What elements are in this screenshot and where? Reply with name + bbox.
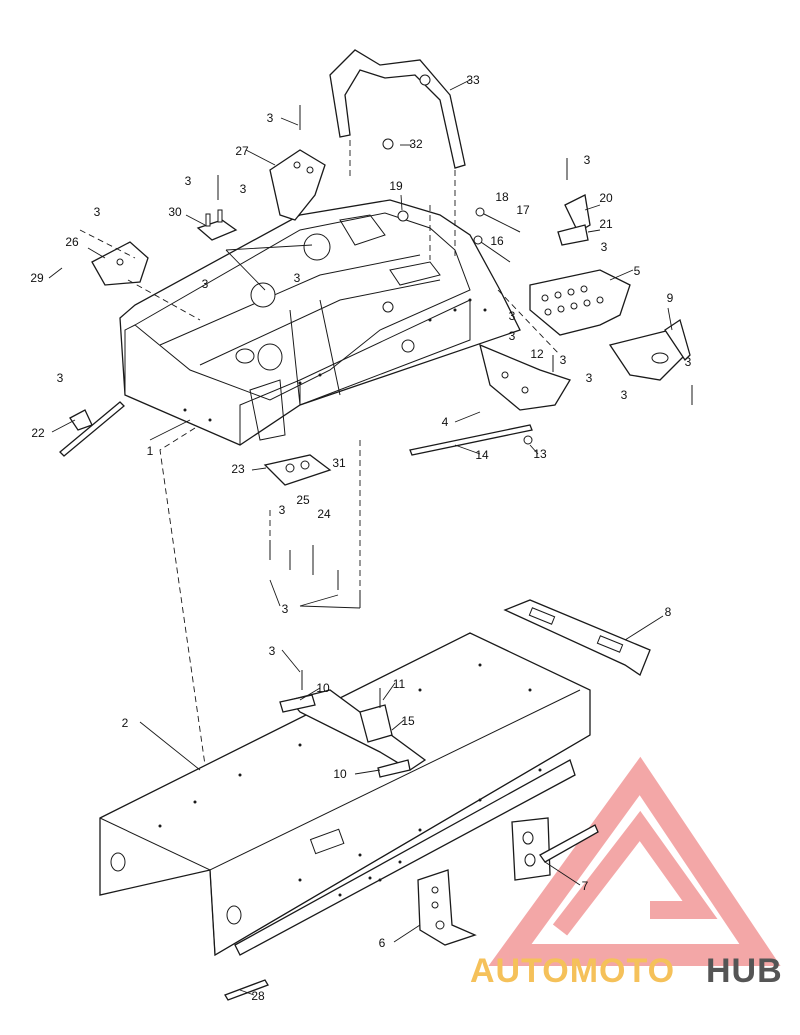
steering-post <box>329 49 466 169</box>
side-bracket-7 <box>511 817 599 881</box>
callout-c3d: 3 <box>94 205 101 219</box>
callout-c4: 4 <box>442 415 449 429</box>
left-mount-bracket <box>91 241 149 286</box>
rivets-group <box>217 105 693 708</box>
callout-c3i: 3 <box>601 240 608 254</box>
callout-c21: 21 <box>599 217 613 231</box>
callout-c28: 28 <box>251 989 265 1003</box>
callout-c23: 23 <box>231 462 245 476</box>
callout-c16: 16 <box>490 234 504 248</box>
rear-plate <box>503 599 651 676</box>
watermark-part2: HUB <box>706 952 783 990</box>
callout-c6: 6 <box>379 936 386 950</box>
bumper-bar <box>59 401 125 457</box>
callout-c3h: 3 <box>584 153 591 167</box>
side-rail <box>409 343 571 456</box>
callout-c29: 29 <box>30 271 44 285</box>
callout-c19: 19 <box>389 179 403 193</box>
callout-c10a: 10 <box>316 681 330 695</box>
callout-c3g: 3 <box>57 371 64 385</box>
small-brackets <box>557 194 591 246</box>
callout-c3b: 3 <box>185 174 192 188</box>
callout-c30: 30 <box>168 205 182 219</box>
tunnel <box>99 632 591 957</box>
callout-c22: 22 <box>31 426 45 440</box>
watermark-logo <box>488 756 781 966</box>
callout-c3o: 3 <box>685 355 692 369</box>
callout-c3j: 3 <box>509 309 516 323</box>
callout-c13: 13 <box>533 447 547 461</box>
callout-c33: 33 <box>466 73 480 87</box>
callout-c2: 2 <box>122 716 129 730</box>
callout-c10b: 10 <box>333 767 347 781</box>
callout-c5: 5 <box>634 264 641 278</box>
callout-c24: 24 <box>317 507 331 521</box>
callout-c31: 31 <box>332 456 346 470</box>
leader-lines <box>48 79 673 996</box>
callout-c12: 12 <box>530 347 544 361</box>
callout-c18: 18 <box>495 190 509 204</box>
hinge-block <box>263 454 332 486</box>
callout-c17: 17 <box>516 203 530 217</box>
callout-c1: 1 <box>147 444 154 458</box>
alignment-lines <box>79 140 561 766</box>
callout-c3f: 3 <box>294 271 301 285</box>
bulkhead-frame <box>119 199 521 446</box>
callout-c15: 15 <box>401 714 415 728</box>
clamp-block <box>196 209 238 241</box>
callout-c8: 8 <box>665 605 672 619</box>
callout-c26: 26 <box>65 235 79 249</box>
end-bracket <box>608 318 691 381</box>
callout-c32: 32 <box>409 137 423 151</box>
callout-c7: 7 <box>582 879 589 893</box>
callout-c27: 27 <box>235 144 249 158</box>
rod-28 <box>224 979 269 1001</box>
callout-c3c: 3 <box>240 182 247 196</box>
callout-c3r: 3 <box>269 644 276 658</box>
callout-c25: 25 <box>296 493 310 507</box>
callout-c3e: 3 <box>202 277 209 291</box>
callout-c20: 20 <box>599 191 613 205</box>
callout-c3p: 3 <box>279 503 286 517</box>
callout-c3l: 3 <box>560 353 567 367</box>
callout-c3q: 3 <box>282 602 289 616</box>
cross-support <box>279 689 427 778</box>
callout-c3k: 3 <box>509 329 516 343</box>
callout-c3m: 3 <box>586 371 593 385</box>
side-bracket-6 <box>417 869 477 946</box>
callout-c3a: 3 <box>267 111 274 125</box>
callout-c3n: 3 <box>621 388 628 402</box>
watermark-part1: AUTOMOTO <box>470 952 675 990</box>
callout-c9: 9 <box>667 291 674 305</box>
watermark-text: AUTOMOTO HUB <box>470 952 783 990</box>
perforated-bracket <box>529 269 631 336</box>
callout-c11: 11 <box>393 677 406 691</box>
steering-cover <box>269 149 326 221</box>
bolts <box>382 138 533 445</box>
callout-c14: 14 <box>475 448 489 462</box>
